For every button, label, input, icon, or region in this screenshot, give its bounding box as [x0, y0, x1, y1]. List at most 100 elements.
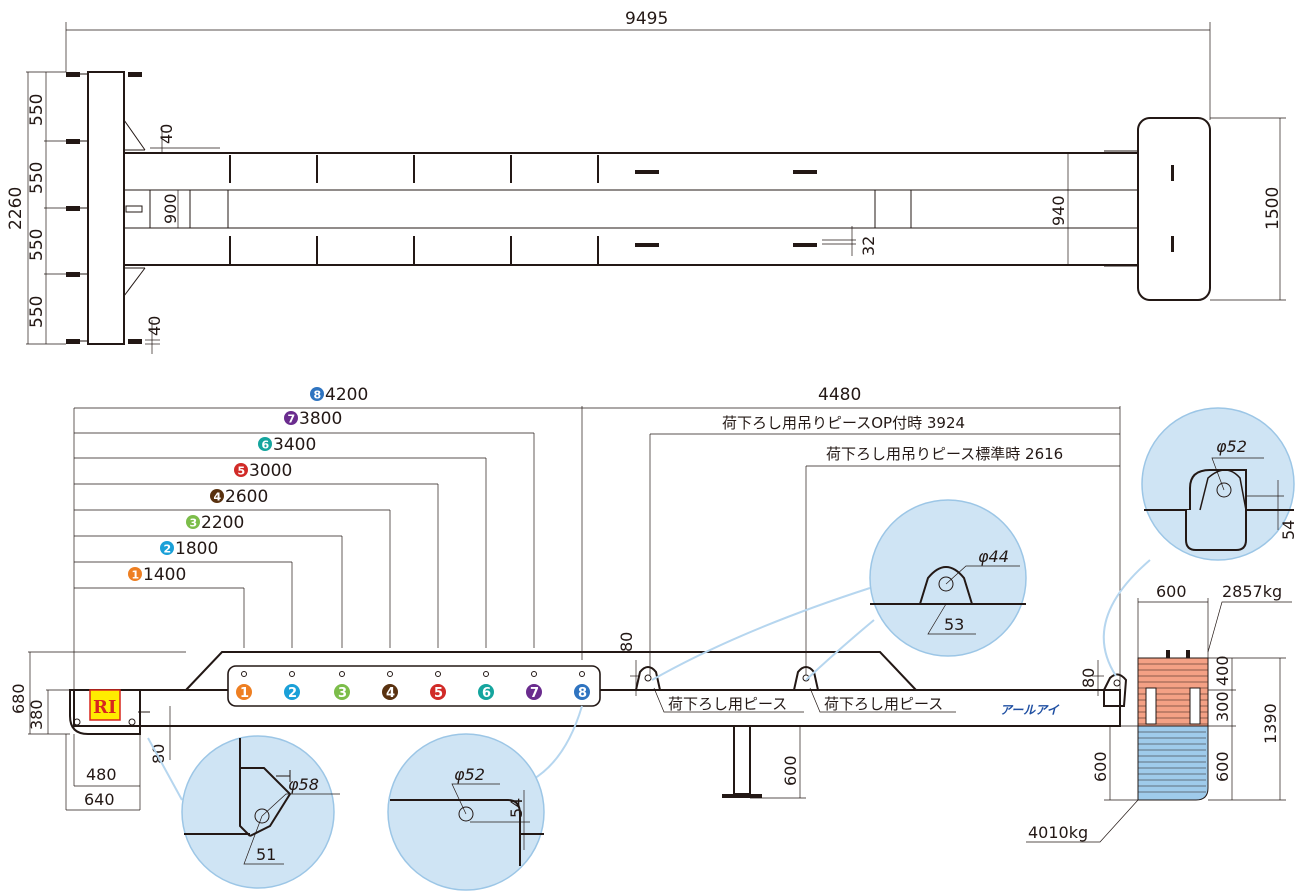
- dim-overall-width: 2260: [6, 187, 26, 230]
- detail-top-right: φ52 54: [1141, 407, 1298, 561]
- detail-left-dia: φ58: [288, 775, 319, 794]
- position-marker-1: [236, 684, 252, 700]
- detail-top-right-dia: φ52: [1216, 437, 1247, 456]
- side-view: RI アールアイ: [69, 651, 1128, 798]
- position-badge-number-2: 2: [164, 543, 172, 556]
- position-value-3: 2200: [201, 513, 244, 533]
- detail-left-dim: 51: [256, 845, 276, 864]
- position-hole-2: [289, 671, 295, 677]
- position-marker-number-4: 4: [386, 686, 395, 701]
- position-badge-4: [210, 489, 224, 503]
- position-ladder: [73, 406, 1121, 730]
- position-badge-number-1: 1: [132, 569, 140, 582]
- dim-weight-300: 300: [1213, 691, 1232, 722]
- detail-left: φ58 51: [181, 735, 340, 889]
- dim-weight-600-left: 600: [1091, 751, 1110, 782]
- position-badge-5: [234, 463, 248, 477]
- dim-pad-width: 1500: [1263, 187, 1283, 230]
- position-hole-7: [531, 671, 537, 677]
- position-marker-6: [478, 684, 494, 700]
- position-marker-number-6: 6: [482, 686, 491, 701]
- position-marker-4: [382, 684, 398, 700]
- dim-spacing-4: 550: [27, 296, 47, 328]
- dim-leg-height: 600: [781, 755, 800, 786]
- dim-span: 4480: [818, 385, 861, 405]
- position-badge-number-8: 8: [314, 389, 322, 402]
- weight-lower-label: 4010kg: [1028, 823, 1088, 842]
- position-value-5: 3000: [249, 461, 292, 481]
- position-value-4: 2600: [225, 487, 268, 507]
- dim-80-a: 80: [617, 632, 636, 652]
- position-badge-number-4: 4: [214, 491, 222, 504]
- counterweight: [1137, 650, 1209, 801]
- dim-weight-600-right: 600: [1213, 751, 1232, 782]
- dim-overall-length: 9495: [625, 9, 668, 29]
- detail-top-right-dim: 54: [1279, 520, 1298, 540]
- position-marker-number-1: 1: [240, 686, 249, 701]
- position-marker-8: [574, 684, 590, 700]
- dim-80-b: 80: [1079, 668, 1098, 688]
- position-badge-1: [128, 567, 142, 581]
- position-badge-number-6: 6: [262, 439, 270, 452]
- position-hole-8: [579, 671, 585, 677]
- dim-flange: 32: [859, 236, 878, 256]
- detail-center: φ44 53: [869, 499, 1027, 657]
- position-value-7: 3800: [299, 409, 342, 429]
- piece-label-2: 荷下ろし用ピース: [824, 695, 943, 713]
- dim-480: 480: [86, 765, 117, 784]
- position-badge-8: [310, 387, 324, 401]
- position-value-2: 1800: [175, 539, 218, 559]
- dim-offset-top: 40: [157, 124, 176, 144]
- ri-logo: [89, 689, 121, 721]
- position-hole-4: [387, 671, 393, 677]
- position-marker-number-8: 8: [578, 686, 587, 701]
- dim-spacing-1: 550: [27, 94, 47, 126]
- detail-center-dim: 53: [944, 615, 964, 634]
- dim-weight-1390: 1390: [1261, 703, 1280, 744]
- position-badge-2: [160, 541, 174, 555]
- piece-label-1: 荷下ろし用ピース: [668, 695, 787, 713]
- position-marker-2: [284, 684, 300, 700]
- hook-std-label: 荷下ろし用吊りピース標準時 2616: [826, 445, 1063, 463]
- weight-upper-label: 2857kg: [1222, 582, 1282, 601]
- position-hole-6: [483, 671, 489, 677]
- position-badge-number-3: 3: [190, 517, 198, 530]
- dim-inner-width: 900: [161, 193, 180, 224]
- position-hole-3: [339, 671, 345, 677]
- detail-middle-dia: φ52: [454, 765, 485, 784]
- position-marker-number-2: 2: [288, 686, 297, 701]
- outrigger-pads: [66, 72, 142, 344]
- position-value-1: 1400: [143, 565, 186, 585]
- position-marker-7: [526, 684, 542, 700]
- detail-middle: φ52 54: [387, 733, 545, 891]
- dim-h-beam: 380: [27, 699, 46, 730]
- position-marker-number-3: 3: [338, 686, 347, 701]
- position-marker-5: [430, 684, 446, 700]
- position-marker-number-5: 5: [434, 686, 443, 701]
- brand-label: アールアイ: [1000, 703, 1060, 717]
- dim-spacing-3: 550: [27, 229, 47, 261]
- position-badge-6: [258, 437, 272, 451]
- position-markers: 1 2 3 4 5 6 7 8: [236, 671, 590, 701]
- slot-marks: [229, 155, 817, 264]
- position-hole-5: [435, 671, 441, 677]
- detail-middle-dim: 54: [507, 798, 526, 818]
- position-badge-number-7: 7: [288, 413, 296, 426]
- dim-weight-400: 400: [1213, 655, 1232, 686]
- position-marker-number-7: 7: [530, 686, 539, 701]
- position-badge-3: [186, 515, 200, 529]
- position-marker-3: [334, 684, 350, 700]
- position-value-6: 3400: [273, 435, 316, 455]
- position-hole-1: [241, 671, 247, 677]
- top-view: 9495: [6, 9, 1286, 354]
- logo-text: RI: [93, 697, 116, 718]
- position-badge-number-5: 5: [238, 465, 246, 478]
- dim-h-total: 680: [9, 683, 28, 714]
- dim-spacing-2: 550: [27, 162, 47, 194]
- detail-center-dia: φ44: [978, 547, 1009, 566]
- position-badge-7: [284, 411, 298, 425]
- dim-weight-width: 600: [1156, 582, 1187, 601]
- dim-offset-bottom: 40: [145, 316, 164, 336]
